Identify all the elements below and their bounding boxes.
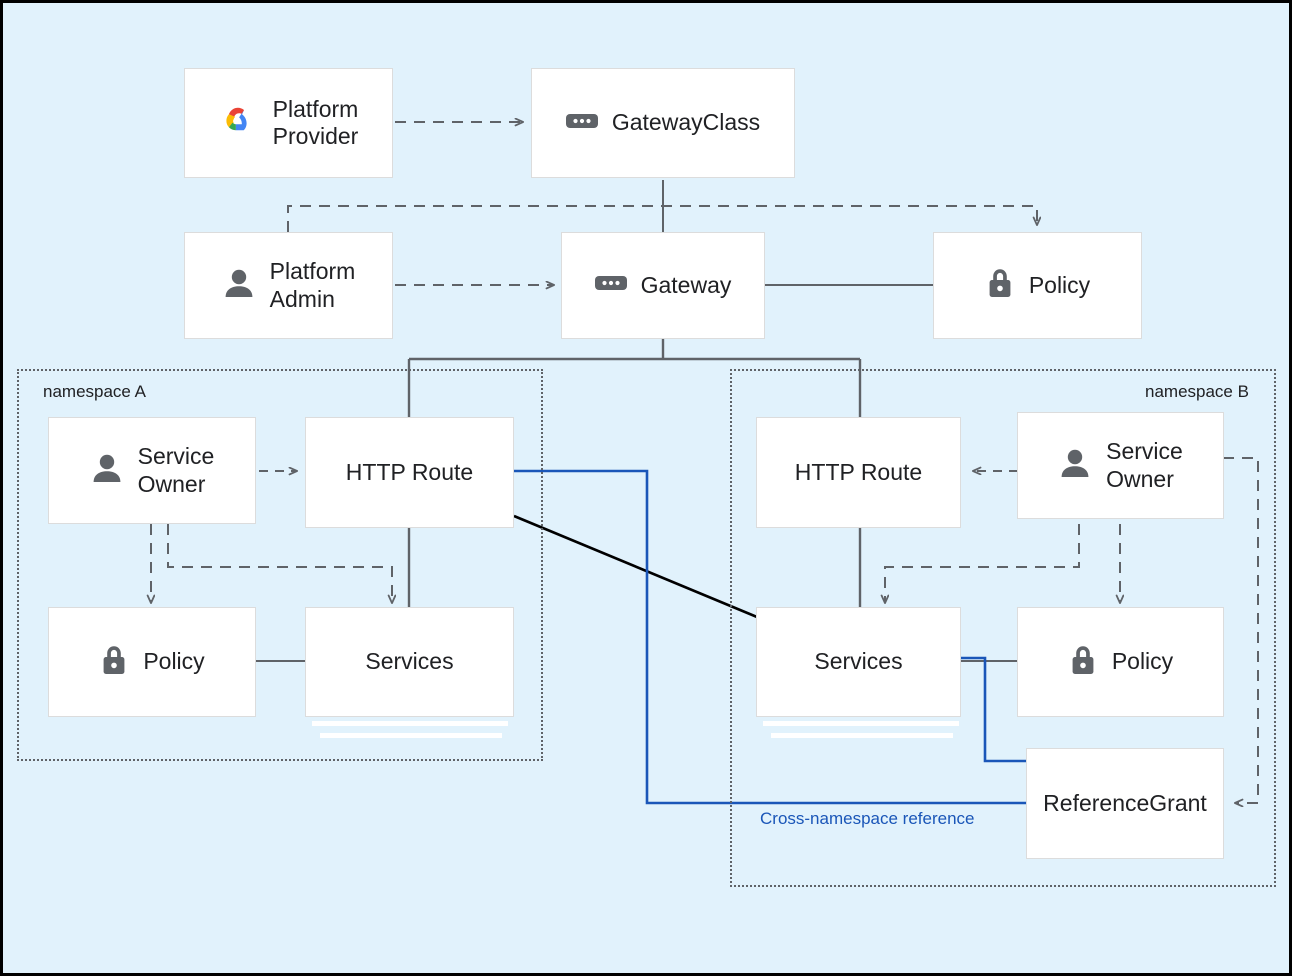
services-b-stack-bar-2: [771, 733, 953, 738]
node-services-a[interactable]: Services: [305, 607, 514, 717]
edge-services-b-to-referencegrant: [961, 656, 1026, 763]
namespace-b-label: namespace B: [1145, 382, 1249, 401]
node-reference-grant[interactable]: ReferenceGrant: [1026, 748, 1224, 859]
node-reference-grant-label: ReferenceGrant: [1043, 789, 1207, 816]
node-service-owner-b[interactable]: Service Owner: [1017, 412, 1224, 519]
node-platform-admin[interactable]: Platform Admin: [184, 232, 393, 339]
node-policy-a-label: Policy: [143, 648, 205, 675]
node-http-route-a-label: HTTP Route: [345, 458, 474, 485]
person-icon: [90, 451, 124, 490]
node-policy-b-label: Policy: [1111, 648, 1174, 675]
edge-cross-namespace-reference-route: [514, 469, 1026, 805]
namespace-b-boundary: [730, 369, 1276, 887]
node-service-owner-a-label: Service Owner: [137, 443, 215, 497]
lock-icon: [1068, 643, 1098, 682]
node-platform-provider-label: Platform Provider: [272, 95, 359, 149]
node-policy-b[interactable]: Policy: [1017, 607, 1224, 717]
edge-owner-b-to-services-b: [885, 524, 1080, 603]
node-gateway[interactable]: Gateway: [561, 232, 765, 339]
node-platform-admin-label: Platform Admin: [269, 258, 356, 312]
edge-admin-to-policy-top: [287, 205, 1037, 232]
gateway-chip-icon: [565, 111, 598, 136]
google-cloud-icon: [219, 104, 259, 143]
node-gatewayclass-label: GatewayClass: [611, 109, 761, 136]
node-http-route-a[interactable]: HTTP Route: [305, 417, 514, 528]
cross-namespace-reference-label: Cross-namespace reference: [760, 809, 975, 828]
namespace-a-boundary: [17, 369, 543, 761]
edge-owner-a-to-services-a: [167, 524, 392, 603]
connector-layer: GatewayClass --> Gateway --> Policy (top…: [3, 3, 1259, 976]
node-services-a-label: Services: [365, 648, 454, 675]
node-policy-top[interactable]: Policy: [933, 232, 1142, 339]
services-a-stack-bar-1: [312, 721, 508, 726]
node-http-route-b[interactable]: HTTP Route: [756, 417, 961, 528]
node-services-b-label: Services: [814, 648, 903, 675]
node-service-owner-b-label: Service Owner: [1106, 438, 1183, 492]
person-icon: [222, 266, 256, 305]
person-icon: [1058, 446, 1092, 485]
node-http-route-b-label: HTTP Route: [794, 458, 923, 485]
edge-httproute-a-to-services-b-crossns: [513, 514, 758, 619]
node-policy-top-label: Policy: [1028, 271, 1091, 298]
node-services-b[interactable]: Services: [756, 607, 961, 717]
services-b-stack-bar-1: [763, 721, 959, 726]
services-a-stack-bar-2: [320, 733, 502, 738]
node-service-owner-a[interactable]: Service Owner: [48, 417, 256, 524]
namespace-a-label: namespace A: [43, 382, 147, 401]
lock-icon: [99, 643, 129, 682]
node-gateway-label: Gateway: [640, 271, 732, 298]
node-policy-a[interactable]: Policy: [48, 607, 256, 717]
node-gatewayclass[interactable]: GatewayClass: [531, 68, 795, 178]
node-platform-provider[interactable]: Platform Provider: [184, 68, 393, 178]
lock-icon: [985, 266, 1015, 305]
gateway-chip-icon: [594, 273, 627, 298]
